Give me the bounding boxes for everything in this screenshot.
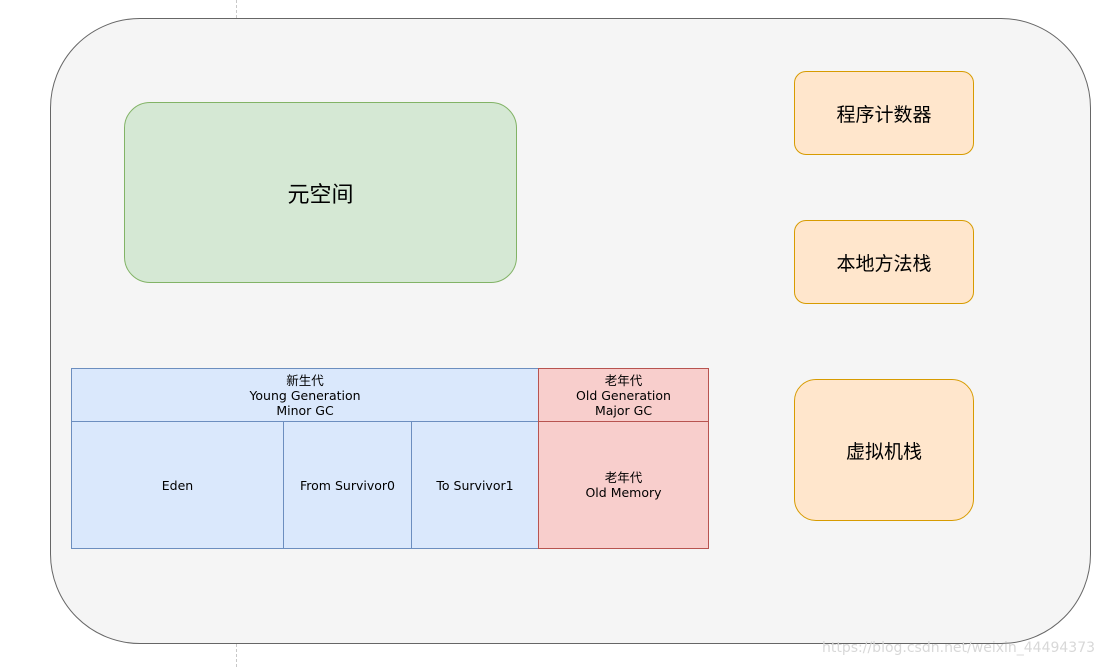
young-generation-cn: 新生代 xyxy=(286,372,324,388)
from-survivor-label: From Survivor0 xyxy=(300,477,395,493)
metaspace-box[interactable]: 元空间 xyxy=(124,102,517,283)
old-memory-cn: 老年代 xyxy=(604,470,643,485)
metaspace-label: 元空间 xyxy=(287,182,354,208)
old-memory-en: Old Memory xyxy=(585,485,662,500)
old-generation-cn: 老年代 xyxy=(604,372,643,388)
native-method-stack-label: 本地方法栈 xyxy=(836,252,932,275)
young-generation-gc: Minor GC xyxy=(276,402,334,418)
eden-space[interactable]: Eden xyxy=(71,421,284,549)
to-survivor-label: To Survivor1 xyxy=(436,477,514,493)
young-generation-en: Young Generation xyxy=(249,387,361,403)
old-memory-space[interactable]: 老年代 Old Memory xyxy=(538,421,709,549)
native-method-stack-box[interactable]: 本地方法栈 xyxy=(794,220,974,304)
watermark-text: https://blog.csdn.net/weixin_44494373 xyxy=(822,640,1096,656)
vm-stack-label: 虚拟机栈 xyxy=(845,440,922,463)
program-counter-box[interactable]: 程序计数器 xyxy=(794,71,974,155)
from-survivor-space[interactable]: From Survivor0 xyxy=(283,421,412,549)
program-counter-label: 程序计数器 xyxy=(836,103,932,126)
to-survivor-space[interactable]: To Survivor1 xyxy=(411,421,539,549)
old-generation-header[interactable]: 老年代 Old Generation Major GC xyxy=(538,368,709,422)
old-generation-gc: Major GC xyxy=(594,402,653,418)
young-generation-header[interactable]: 新生代 Young Generation Minor GC xyxy=(71,368,539,422)
eden-label: Eden xyxy=(161,477,194,493)
old-generation-en: Old Generation xyxy=(576,387,671,403)
vm-stack-box[interactable]: 虚拟机栈 xyxy=(794,379,974,521)
